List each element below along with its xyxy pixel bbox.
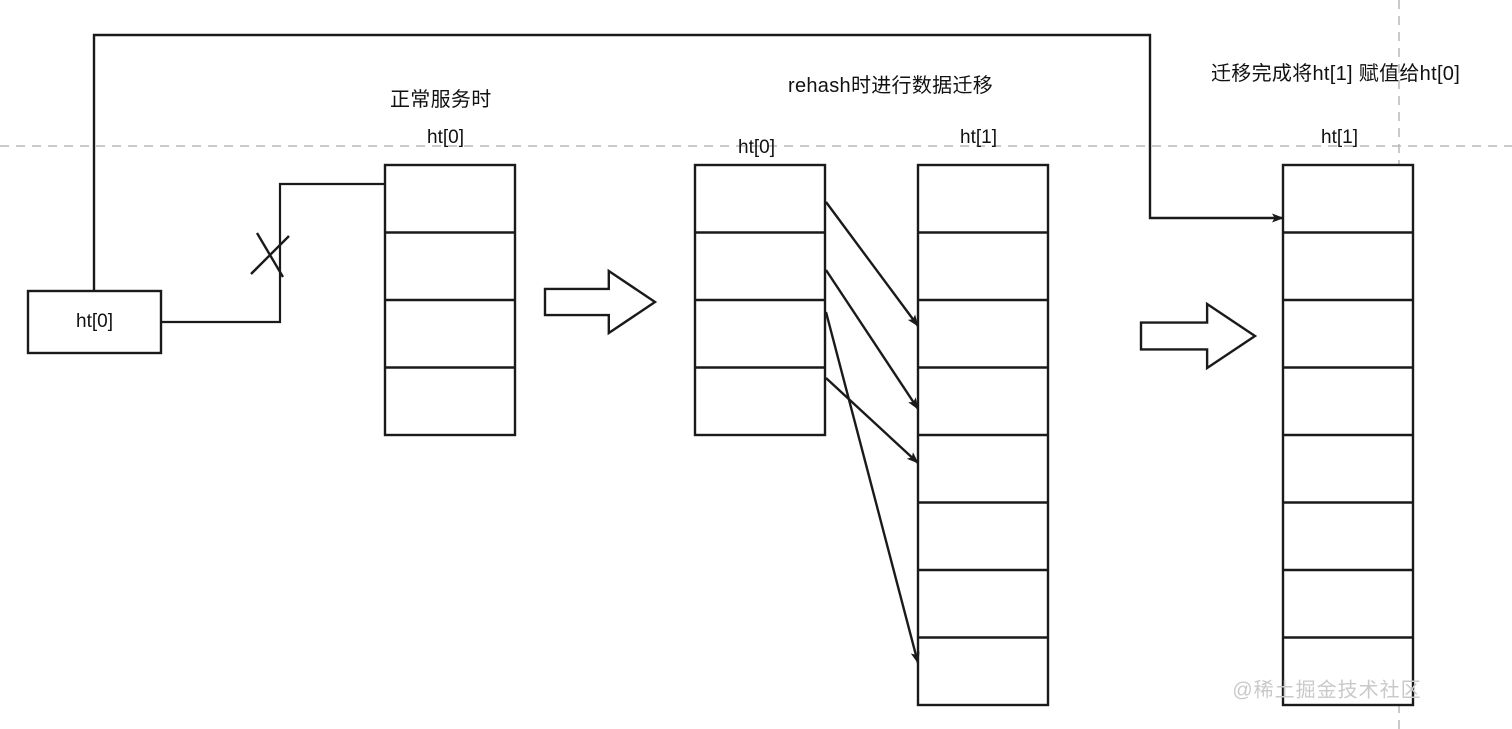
migrate-slot-3 <box>824 311 920 664</box>
stale-pointer-connector <box>161 179 406 324</box>
migrate-slot-1 <box>825 201 919 327</box>
phase-transition-arrows <box>543 268 1258 371</box>
hash-tables <box>383 163 1415 707</box>
invalid-cross-mark-stroke-2 <box>255 232 285 278</box>
source-box-outline <box>26 289 163 355</box>
source-box-label: ht[0] <box>76 311 113 332</box>
table-ht1-done <box>1281 163 1415 707</box>
phase-title-phase-rehash: rehash时进行数据迁移 <box>788 75 994 97</box>
block-arrow-normal-to-rehash <box>543 268 658 336</box>
table-label-label-ht0-rehash: ht[0] <box>738 137 775 158</box>
migrate-slot-2 <box>824 269 920 410</box>
table-ht0-rehash <box>693 163 827 437</box>
table-ht0-normal <box>383 163 517 437</box>
migrate-slot-4 <box>825 377 919 464</box>
table-label-label-ht1-done: ht[1] <box>1321 127 1358 148</box>
table-ht1-rehash <box>916 163 1050 707</box>
watermark-text: @稀土掘金技术社区 <box>1232 679 1422 702</box>
table-label-label-ht0-normal: ht[0] <box>427 127 464 148</box>
block-arrow-rehash-to-done <box>1139 301 1258 371</box>
reassign-pointer-connector <box>92 33 1284 352</box>
phase-title-phase-normal: 正常服务时 <box>390 89 492 111</box>
migration-arrows <box>824 201 920 664</box>
pointer-connectors <box>92 33 1284 352</box>
source-pointer-box <box>26 289 163 355</box>
table-label-label-ht1-rehash: ht[1] <box>960 127 997 148</box>
phase-title-phase-done: 迁移完成将ht[1] 赋值给ht[0] <box>1211 63 1461 85</box>
